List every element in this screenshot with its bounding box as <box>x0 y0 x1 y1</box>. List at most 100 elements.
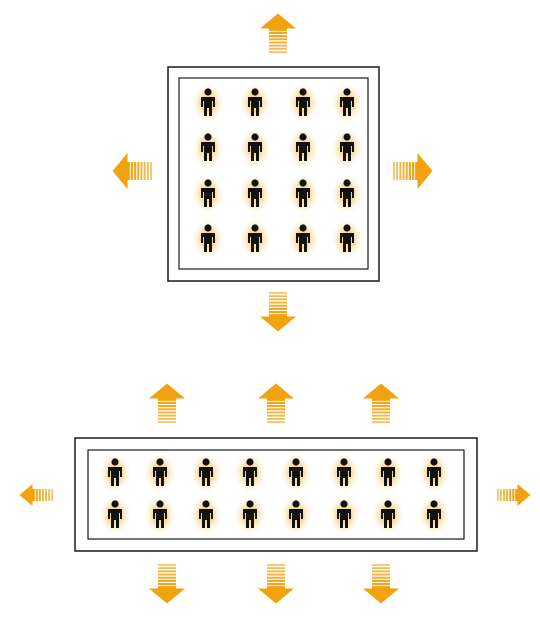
arrow-stripe <box>158 579 176 582</box>
person-head <box>340 500 348 508</box>
arrow-stripe <box>399 162 402 180</box>
arrow-stripe <box>269 311 287 314</box>
person-body <box>248 188 262 207</box>
arrow-stripe <box>372 570 390 573</box>
person-body <box>337 467 351 486</box>
person-body <box>296 97 310 116</box>
person-icon <box>330 82 364 124</box>
arrow-icon-down <box>363 564 399 604</box>
arrow-stripe <box>267 421 285 423</box>
person-icon <box>286 173 320 215</box>
person-icon <box>330 127 364 169</box>
arrow-stripe <box>45 489 47 501</box>
person-head <box>299 133 307 141</box>
arrow-stripe <box>372 573 390 576</box>
arrow-stripe <box>372 398 390 401</box>
person-body <box>201 97 215 116</box>
arrow-stripe <box>158 398 176 401</box>
person-icon <box>371 494 405 536</box>
arrow-stripe <box>267 405 285 408</box>
person-head <box>292 500 300 508</box>
arrow-stripe <box>267 411 285 414</box>
arrow-stripe <box>372 411 390 414</box>
person-icon <box>191 173 225 215</box>
arrow-stripe <box>415 162 418 180</box>
person-head <box>343 88 351 96</box>
arrow-stripe <box>267 576 285 579</box>
arrow-head <box>260 13 296 29</box>
arrow-stripe <box>500 489 502 501</box>
arrow-stripe <box>267 414 285 417</box>
arrow-stripe <box>267 579 285 582</box>
square-room-people <box>191 82 364 260</box>
person-head <box>430 458 438 466</box>
arrow-stripe <box>158 401 176 404</box>
person-head <box>251 224 259 232</box>
arrow-stripe <box>506 489 509 501</box>
arrow-stripe <box>158 411 176 414</box>
person-head <box>246 500 254 508</box>
person-icon <box>143 452 177 494</box>
arrow-stripe <box>269 298 287 301</box>
arrow-stripe <box>393 162 395 180</box>
person-head <box>343 133 351 141</box>
person-icon <box>191 82 225 124</box>
arrow-stripe <box>267 398 285 401</box>
arrow-stripe <box>143 162 146 180</box>
arrow-stripe <box>402 162 405 180</box>
person-body <box>289 509 303 528</box>
arrow-icon-up <box>258 383 294 423</box>
person-body <box>427 509 441 528</box>
arrow-stripe <box>372 586 390 589</box>
arrow-stripe <box>158 570 176 573</box>
person-icon <box>98 452 132 494</box>
person-body <box>296 142 310 161</box>
arrow-head <box>258 383 294 399</box>
person-icon <box>191 127 225 169</box>
arrow-icon-down <box>258 564 294 604</box>
arrow-stripe <box>269 292 287 294</box>
person-body <box>201 142 215 161</box>
arrow-stripe <box>48 489 50 501</box>
arrow-head <box>112 153 128 189</box>
person-icon <box>143 494 177 536</box>
person-icon <box>238 218 272 260</box>
arrow-stripe <box>269 295 287 297</box>
person-body <box>199 467 213 486</box>
person-head <box>251 88 259 96</box>
arrow-head <box>149 588 185 604</box>
person-head <box>384 458 392 466</box>
arrow-stripe <box>130 162 133 180</box>
arrow-icon-down <box>260 292 296 332</box>
person-icon <box>189 494 223 536</box>
arrow-stripe <box>158 408 176 411</box>
person-body <box>108 509 122 528</box>
person-icon <box>327 452 361 494</box>
arrow-stripe <box>269 307 287 310</box>
arrow-stripe <box>408 162 411 180</box>
arrow-head <box>517 484 531 506</box>
person-head <box>384 500 392 508</box>
long-room <box>74 437 478 552</box>
person-body <box>381 509 395 528</box>
arrow-stripe <box>267 583 285 586</box>
arrow-stripe <box>158 586 176 589</box>
arrow-stripe <box>515 489 518 501</box>
person-head <box>246 458 254 466</box>
person-head <box>111 500 119 508</box>
arrow-stripe <box>269 301 287 304</box>
person-icon <box>330 173 364 215</box>
person-head <box>299 224 307 232</box>
arrow-stripe <box>35 489 38 501</box>
arrow-stripe <box>158 576 176 579</box>
person-icon <box>327 494 361 536</box>
person-body <box>108 467 122 486</box>
arrow-icon-left <box>19 484 53 506</box>
arrow-stripe <box>372 414 390 417</box>
arrow-stripe <box>372 418 390 420</box>
arrow-stripe <box>267 570 285 573</box>
person-icon <box>286 127 320 169</box>
arrow-stripe <box>267 401 285 404</box>
person-icon <box>233 494 267 536</box>
